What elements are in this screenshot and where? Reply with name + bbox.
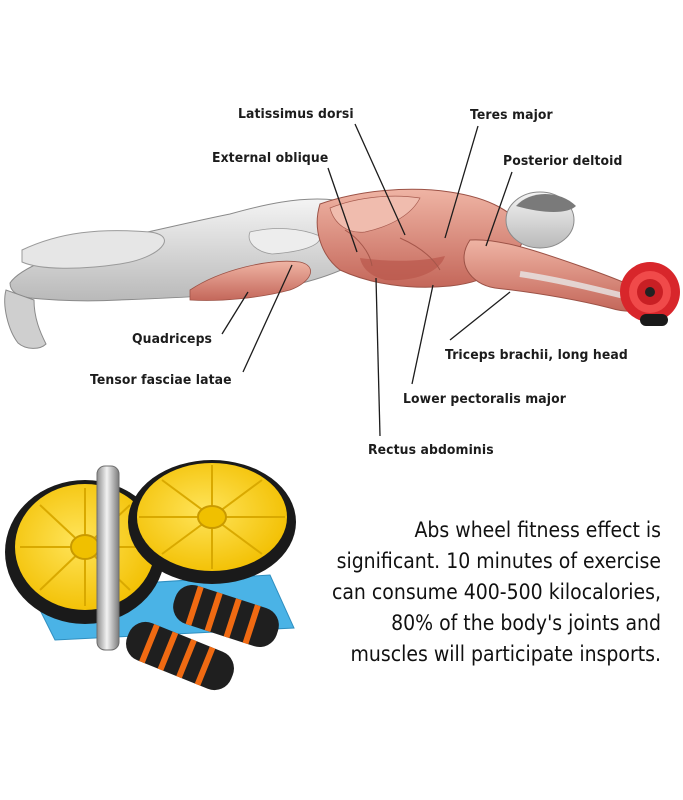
description-line-4: 80% of the body's joints and (391, 611, 661, 635)
label-latissimus-dorsi: Latissimus dorsi (238, 106, 354, 122)
leader-triceps (449, 291, 511, 341)
leader-external-oblique (327, 167, 358, 253)
label-external-oblique: External oblique (212, 150, 329, 166)
leader-posterior-deltoid (485, 171, 513, 247)
description-line-3: can consume 400-500 kilocalories, (331, 580, 661, 604)
label-triceps-brachii: Triceps brachii, long head (445, 347, 628, 363)
leader-lines (221, 123, 513, 437)
leader-rectus (375, 277, 381, 437)
label-quadriceps: Quadriceps (132, 331, 213, 347)
description-line-5: muscles will participate insports. (350, 642, 661, 666)
anatomy-figure (4, 188, 680, 349)
steel-bar (96, 465, 120, 651)
label-tensor-fasciae-latae: Tensor fasciae latae (90, 372, 232, 388)
product-kit (5, 460, 296, 691)
ab-wheel (620, 262, 680, 326)
leader-lower-pectoralis (411, 284, 434, 385)
description-text: Abs wheel fitness effect is significant.… (261, 515, 661, 670)
label-rectus-abdominis: Rectus abdominis (368, 442, 494, 458)
label-posterior-deltoid: Posterior deltoid (503, 153, 623, 169)
leader-latissimus (354, 123, 406, 236)
feet-shape (4, 289, 47, 349)
description-line-1: Abs wheel fitness effect is (414, 518, 661, 542)
leader-quadriceps (221, 291, 249, 335)
label-teres-major: Teres major (470, 107, 553, 123)
yellow-wheel-left (5, 480, 165, 624)
foam-grip-lower (126, 621, 234, 691)
yellow-wheel-right (128, 460, 296, 584)
label-lower-pectoralis-major: Lower pectoralis major (403, 391, 566, 407)
description-line-2: significant. 10 minutes of exercise (336, 549, 661, 573)
leader-teres (444, 125, 479, 239)
leader-tensor (242, 264, 293, 373)
foam-grip-upper (173, 584, 279, 648)
